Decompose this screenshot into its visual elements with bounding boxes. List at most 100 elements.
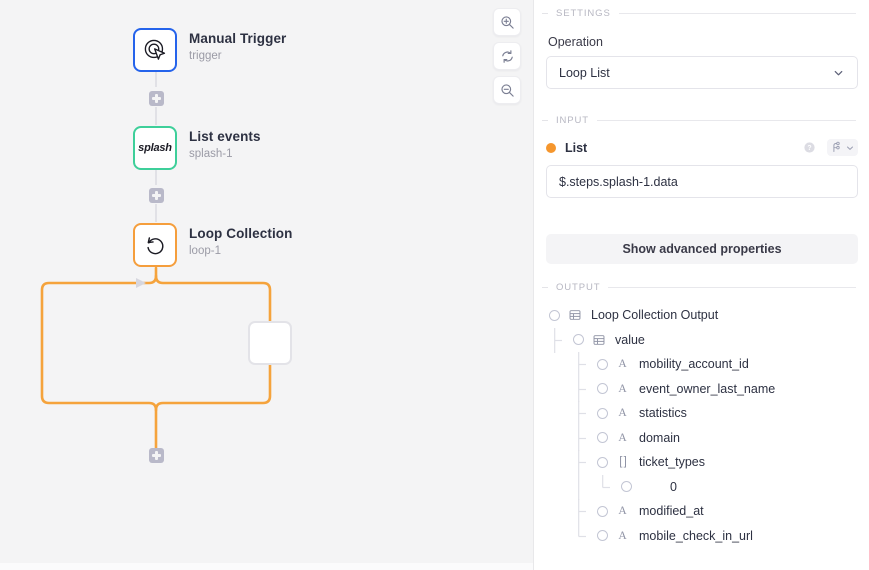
object-type-icon [567,309,582,321]
node-label: Loop Collection loop-1 [189,223,293,259]
input-field-name: List [565,140,588,155]
node-icon-box [133,28,177,72]
output-tree-label: domain [639,430,680,445]
settings-heading: SETTINGS [556,8,611,19]
tree-connector [578,499,586,524]
node-subtitle: trigger [189,50,222,62]
add-step-button-3[interactable] [149,448,164,463]
output-port-handle[interactable] [597,456,608,468]
output-port-handle[interactable] [597,530,608,542]
loop-placeholder-node[interactable] [248,321,292,365]
zoom-out-icon [500,83,514,97]
output-tree-label: value [615,332,645,347]
string-type-icon: A [618,529,627,542]
tree-connector [554,327,562,353]
output-port-handle[interactable] [597,358,608,370]
zoom-out-button[interactable] [493,76,521,104]
fit-view-button[interactable] [493,42,521,70]
node-subtitle: splash-1 [189,148,233,160]
string-type-icon: A [618,382,627,395]
output-port-handle[interactable] [597,407,608,419]
section-rule [597,120,856,121]
refresh-icon [501,49,513,63]
operation-value: Loop List [559,65,610,80]
output-port-handle[interactable] [573,334,584,346]
output-tree-row[interactable]: Loop Collection Output [534,303,869,328]
array-type-icon: [ ] [619,456,627,469]
flow-canvas[interactable]: Manual Trigger trigger splash List event… [0,0,534,570]
canvas-bottom-strip [0,563,533,570]
node-loop-collection[interactable]: Loop Collection loop-1 [133,223,293,267]
node-manual-trigger[interactable]: Manual Trigger trigger [133,28,286,72]
input-field-header: List ? [546,139,858,156]
tree-connector [578,425,586,451]
tree-connector [578,450,586,475]
output-port-handle[interactable] [621,481,632,493]
operation-select[interactable]: Loop List [546,56,858,89]
output-heading: OUTPUT [556,282,601,293]
help-circle-icon[interactable]: ? [803,141,816,154]
tree-connector [578,376,586,402]
variable-picker-button[interactable] [827,139,858,156]
string-type-icon: A [618,505,627,518]
list-input-field[interactable]: $.steps.splash-1.data [546,165,858,198]
svg-text:?: ? [807,145,811,152]
chevron-down-icon [847,146,853,150]
input-heading: INPUT [556,115,589,126]
output-tree-label: 0 [670,479,677,494]
section-rule [618,13,856,14]
tree-connector [578,401,586,426]
output-port-handle[interactable] [597,383,608,395]
node-label: Manual Trigger trigger [189,28,286,64]
node-label: List events splash-1 [189,126,261,162]
tree-connector [578,523,586,537]
output-tree-label: Loop Collection Output [591,308,719,323]
node-title: Loop Collection [189,226,293,241]
variable-icon [833,141,840,153]
output-tree-row[interactable]: value [534,327,869,353]
zoom-controls [493,8,521,104]
flow-edges [40,72,272,450]
section-dash [542,13,548,14]
tree-connector [602,474,610,488]
section-rule [608,287,856,288]
output-port-handle[interactable] [597,432,608,444]
input-section-header: INPUT [534,115,869,126]
output-tree-row[interactable]: 0 [534,474,869,500]
output-port-handle[interactable] [597,505,608,517]
cursor-target-icon [144,39,165,60]
zoom-in-icon [500,15,514,29]
add-step-button-2[interactable] [149,188,164,203]
show-advanced-properties-button[interactable]: Show advanced properties [546,234,858,264]
loop-arrow-icon [146,236,163,254]
output-tree-label: mobility_account_id [639,357,749,372]
string-type-icon: A [618,431,627,444]
node-subtitle: loop-1 [189,245,221,257]
tree-guide [578,474,580,500]
section-dash [542,120,548,121]
list-input-value: $.steps.splash-1.data [559,174,678,189]
node-icon-box: splash [133,126,177,170]
settings-section-header: SETTINGS [534,8,869,19]
node-list-events[interactable]: splash List events splash-1 [133,126,261,170]
output-port-handle[interactable] [549,309,560,321]
output-section-header: OUTPUT [534,282,869,293]
node-title: Manual Trigger [189,31,287,46]
tree-connector [578,352,586,377]
zoom-in-button[interactable] [493,8,521,36]
operation-label: Operation [548,35,603,49]
output-tree-label: event_owner_last_name [639,381,776,396]
output-tree-label: mobile_check_in_url [639,528,753,543]
output-tree-label: modified_at [639,504,704,519]
string-type-icon: A [618,358,627,371]
output-tree-row[interactable]: [ ]ticket_types [534,450,869,475]
show-advanced-properties-label: Show advanced properties [622,242,782,256]
add-step-button-1[interactable] [149,91,164,106]
